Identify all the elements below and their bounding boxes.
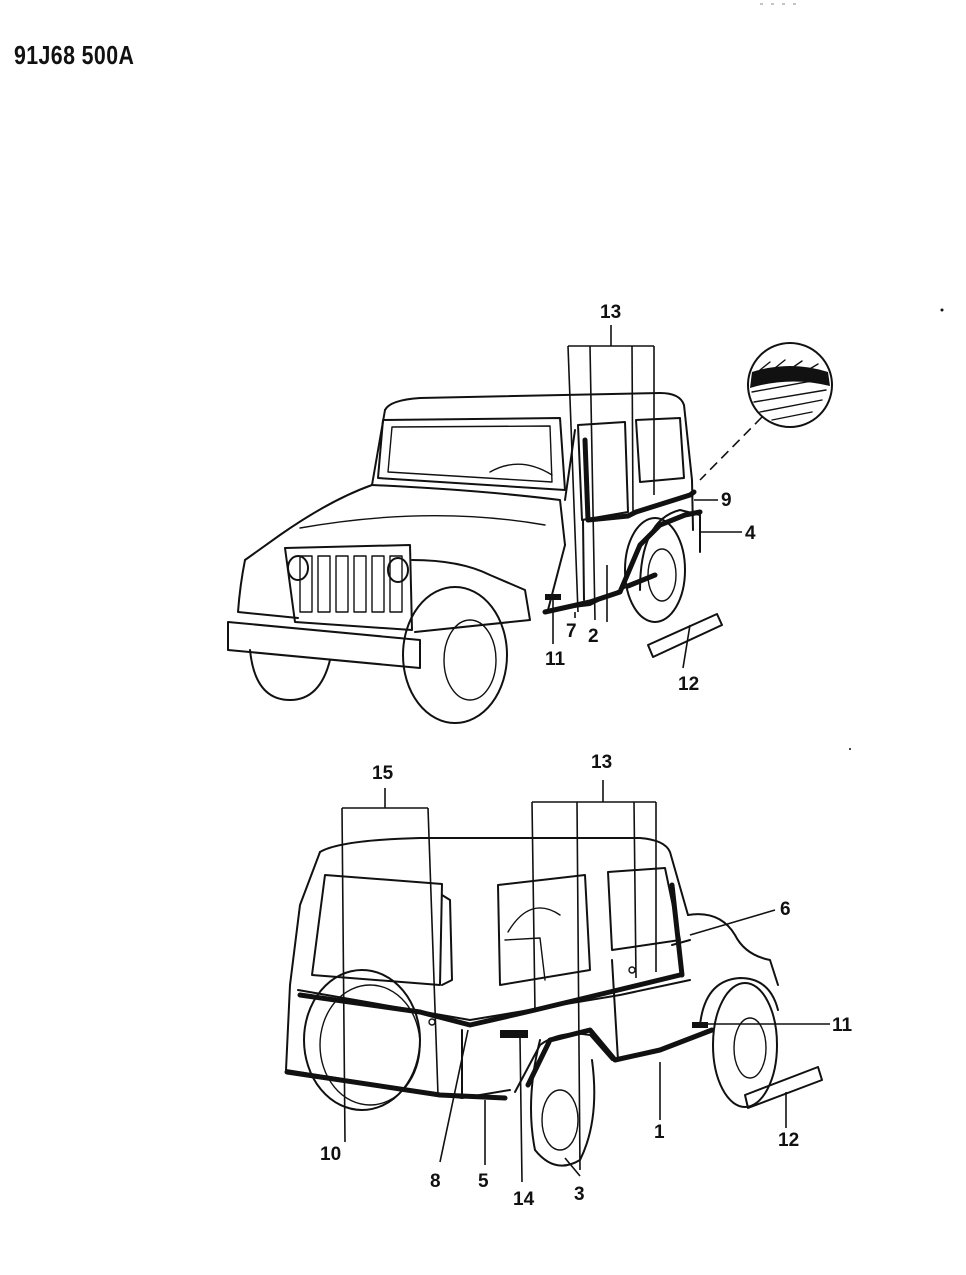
- callout-2-top: 2: [588, 626, 599, 647]
- top-leader-lines: [552, 325, 742, 669]
- callout-4-top: 4: [745, 523, 756, 544]
- stripe-cross-section-detail-icon: [699, 342, 833, 481]
- callout-6-bottom: 6: [780, 899, 791, 920]
- drawing-number: 91J68 500A: [14, 40, 135, 70]
- rear-view-vehicle: [284, 837, 823, 1167]
- callout-7-top: 7: [566, 621, 577, 642]
- callout-8-bottom: 8: [430, 1171, 441, 1192]
- grille-slots: [299, 555, 403, 613]
- callout-13-bottom: 13: [591, 752, 612, 773]
- top-callouts: 13 9 4 7 2 11 12: [545, 302, 756, 695]
- callout-14-bottom: 14: [513, 1189, 535, 1210]
- front-view-vehicle: [227, 392, 723, 724]
- callout-9-top: 9: [721, 490, 732, 511]
- callout-13-top: 13: [600, 302, 621, 323]
- callout-5-bottom: 5: [478, 1171, 489, 1192]
- callout-10-bottom: 10: [320, 1144, 341, 1165]
- bottom-callouts: 15 13 6 11 12 1 3 14 5 8 10: [320, 752, 853, 1210]
- callout-11-bottom: 11: [832, 1015, 853, 1036]
- callout-3-bottom: 3: [574, 1184, 585, 1205]
- callout-12-top: 12: [678, 674, 699, 695]
- scan-specks: [760, 3, 944, 750]
- callout-15-bottom: 15: [372, 763, 394, 784]
- callout-12-bottom: 12: [778, 1130, 799, 1151]
- bottom-leader-lines: [341, 780, 830, 1183]
- callout-1-bottom: 1: [654, 1122, 665, 1143]
- callout-11-top: 11: [545, 649, 566, 670]
